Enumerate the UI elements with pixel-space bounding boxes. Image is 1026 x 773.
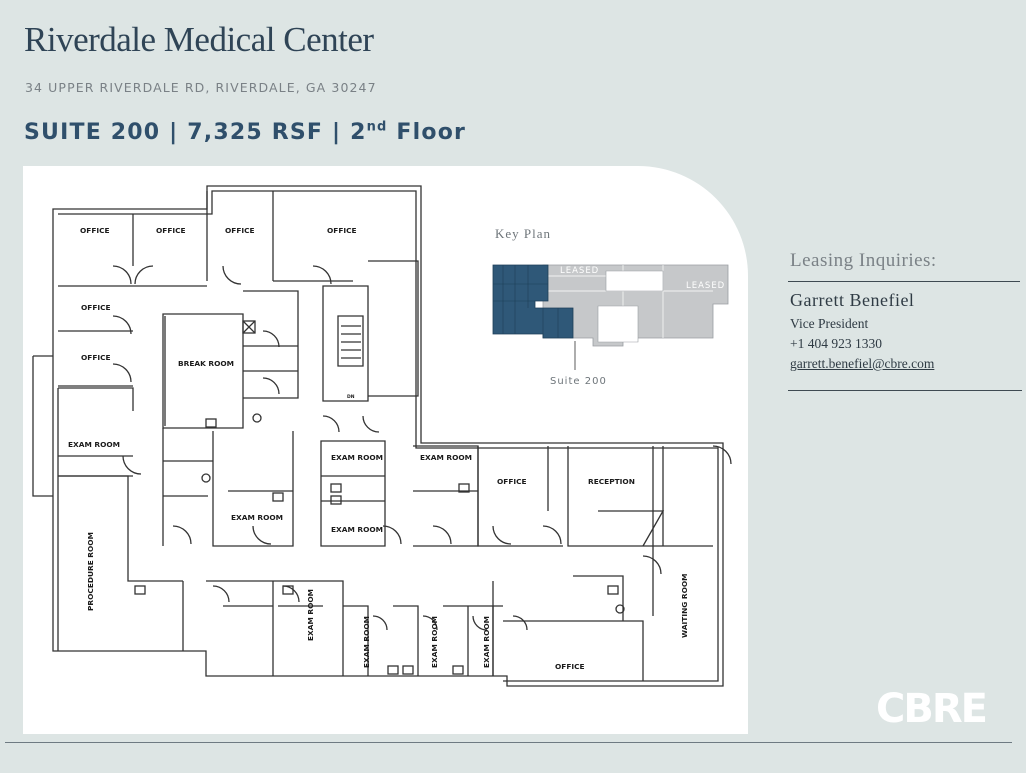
keyplan-leased-2: LEASED: [686, 281, 725, 291]
outer-wall-inner: [58, 190, 719, 682]
footer-rule: [5, 742, 1012, 743]
page-title: Riverdale Medical Center: [24, 20, 374, 59]
suite-heading: SUITE 200 | 7,325 RSF | 2nd Floor: [24, 120, 466, 145]
contact-name: Garrett Benefiel: [790, 290, 915, 310]
floorplan-drawing: OFFICE OFFICE OFFICE OFFICE OFFICE OFFIC…: [32, 185, 732, 687]
room-exam-center: EXAM ROOM: [231, 513, 283, 522]
keyplan-graphic: LEASED LEASED: [492, 264, 729, 370]
room-office-mid: OFFICE: [497, 477, 527, 486]
cbre-logo: CBRE: [876, 686, 988, 732]
room-office-5: OFFICE: [81, 303, 111, 312]
room-break-room: BREAK ROOM: [178, 359, 234, 368]
stair-walls: [322, 285, 369, 402]
suite-ordinal: nd: [366, 119, 388, 135]
property-address: 34 UPPER RIVERDALE RD, RIVERDALE, GA 302…: [25, 80, 377, 95]
leasing-title: Leasing Inquiries:: [790, 250, 937, 271]
stair-down-label: DN: [347, 394, 355, 400]
room-exam-s2: EXAM ROOM: [362, 616, 371, 668]
room-office-3: OFFICE: [225, 226, 255, 235]
floorplan-card: OFFICE OFFICE OFFICE OFFICE OFFICE OFFIC…: [23, 166, 748, 734]
keyplan-title: Key Plan: [495, 226, 552, 241]
room-exam-s3: EXAM ROOM: [430, 616, 439, 668]
room-exam-mid-3: EXAM ROOM: [420, 453, 472, 462]
room-reception: RECEPTION: [588, 477, 635, 486]
room-exam-mid-1: EXAM ROOM: [331, 453, 383, 462]
break-room-walls: [162, 313, 244, 429]
room-office-2: OFFICE: [156, 226, 186, 235]
room-procedure: PROCEDURE ROOM: [86, 532, 95, 611]
leasing-rule-top: [788, 281, 1020, 282]
room-office-4: OFFICE: [327, 226, 357, 235]
room-office-1: OFFICE: [80, 226, 110, 235]
contact-phone[interactable]: +1 404 923 1330: [790, 336, 882, 351]
room-waiting: WAITING ROOM: [680, 573, 689, 638]
room-exam-s1: EXAM ROOM: [306, 589, 315, 641]
room-office-6: OFFICE: [81, 353, 111, 362]
room-exam-west: EXAM ROOM: [68, 440, 120, 449]
keyplan-suite-label: Suite 200: [550, 376, 607, 387]
suite-floor: Floor: [387, 120, 467, 145]
contact-role: Vice President: [790, 316, 869, 331]
contact-email-link[interactable]: garrett.benefiel@cbre.com: [790, 356, 935, 371]
leasing-rule-bottom: [788, 390, 1022, 391]
suite-main: SUITE 200 | 7,325 RSF | 2: [24, 120, 367, 145]
keyplan-leased-1: LEASED: [560, 266, 599, 276]
outer-wall: [52, 185, 724, 687]
room-exam-mid-2: EXAM ROOM: [331, 525, 383, 534]
room-office-south: OFFICE: [555, 662, 585, 671]
room-exam-s4: EXAM ROOM: [482, 616, 491, 668]
